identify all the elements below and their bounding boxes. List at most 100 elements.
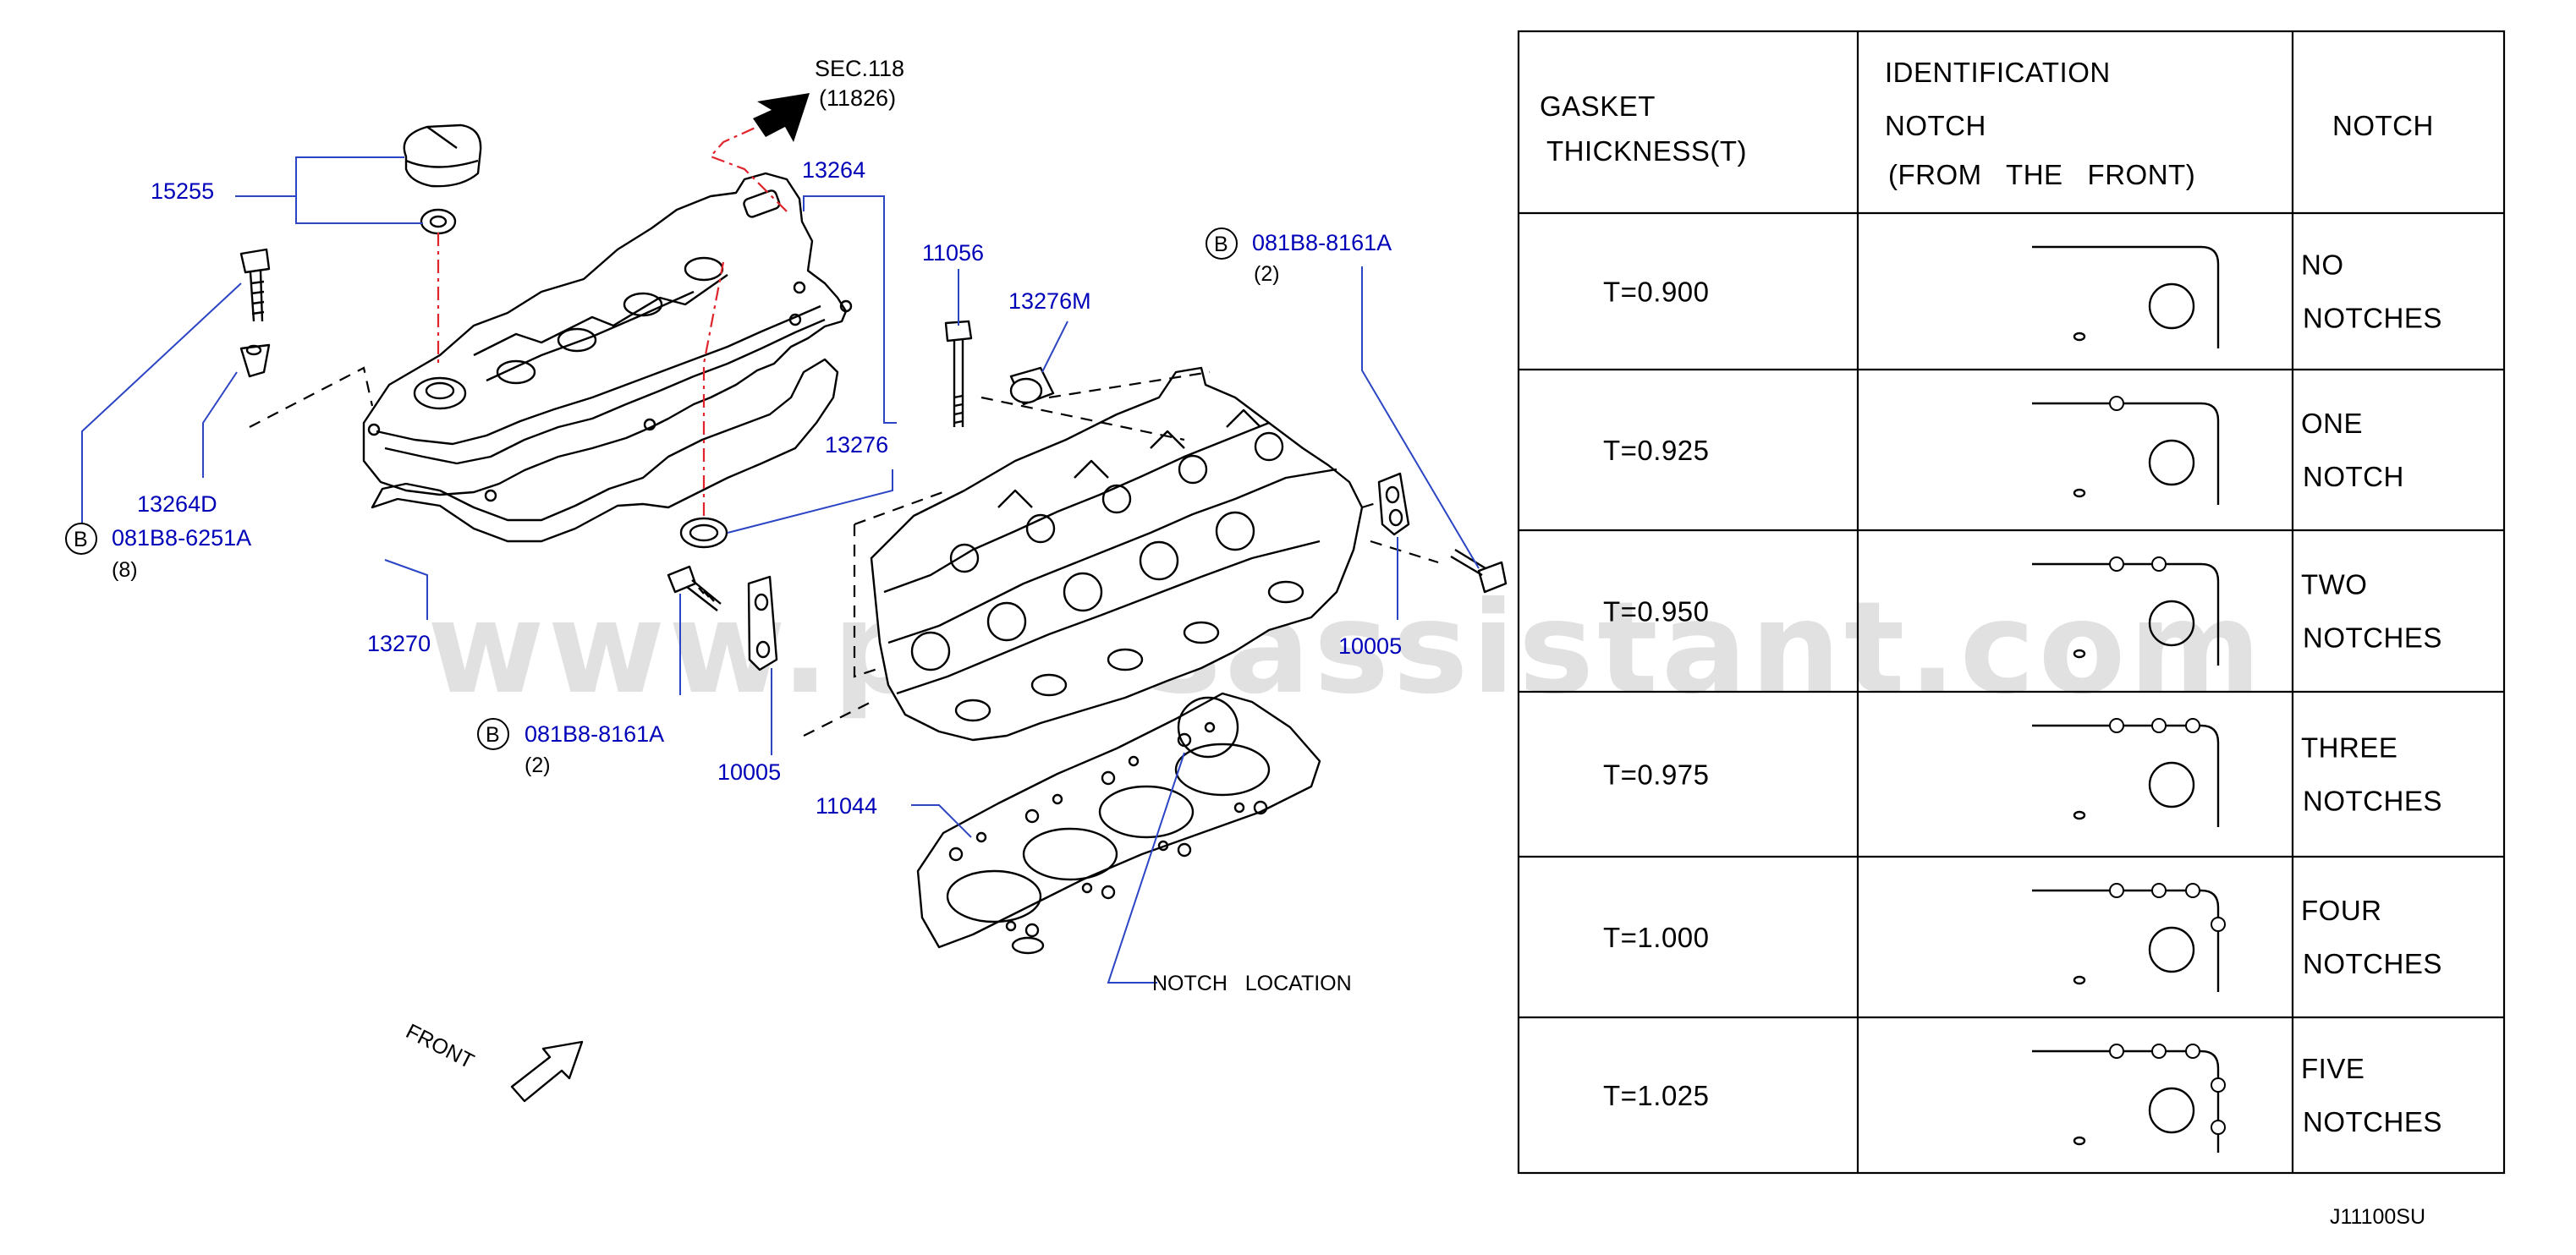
part-13264-label[interactable]: 13264 bbox=[802, 157, 865, 183]
thickness-value: T=0.900 bbox=[1603, 277, 1710, 308]
bolt-mid-qty: (2) bbox=[525, 754, 551, 777]
small-hole-icon bbox=[2073, 649, 2086, 659]
leader-lines bbox=[81, 156, 1480, 984]
notch-unit-word: NOTCHES bbox=[2303, 303, 2442, 334]
bolt-left-qty: (8) bbox=[112, 558, 138, 582]
notch-count-word: FOUR bbox=[2301, 895, 2382, 926]
notch-mark bbox=[2211, 1120, 2226, 1135]
thickness-value: T=1.000 bbox=[1603, 922, 1710, 953]
small-hole-icon bbox=[2073, 810, 2086, 820]
bore-hole-icon bbox=[2148, 1087, 2195, 1134]
notch-unit-word: NOTCHES bbox=[2303, 622, 2442, 654]
small-hole-icon bbox=[2073, 488, 2086, 498]
oil-seal-drawing bbox=[679, 517, 728, 549]
notch-mark bbox=[2185, 883, 2200, 898]
notch-mark bbox=[2211, 917, 2226, 932]
bolt-top-qty: (2) bbox=[1254, 262, 1280, 286]
thickness-value: T=0.950 bbox=[1603, 596, 1710, 628]
part-13270-label[interactable]: 13270 bbox=[367, 631, 431, 656]
red-centerline-sec bbox=[709, 125, 788, 212]
head-gasket-drawing bbox=[916, 692, 1321, 955]
sec-arrow-icon bbox=[753, 93, 810, 142]
part-13276-label[interactable]: 13276 bbox=[825, 432, 888, 458]
watermark-text: www.partsassistant.com bbox=[427, 575, 2265, 722]
notch-mark bbox=[2151, 556, 2167, 572]
notch-mark bbox=[2185, 718, 2200, 733]
part-15255-label[interactable]: 15255 bbox=[151, 178, 214, 204]
header-from-front: (FROM THE FRONT) bbox=[1888, 159, 2195, 190]
header-notch-col: NOTCH bbox=[2332, 110, 2434, 141]
head-bolt-drawing bbox=[944, 320, 973, 427]
thickness-value: T=1.025 bbox=[1603, 1080, 1710, 1111]
notch-unit-word: NOTCHES bbox=[2303, 948, 2442, 979]
sec-sub-label: (11826) bbox=[819, 85, 896, 111]
gasket-corner-outline bbox=[2032, 402, 2220, 505]
bolt-top-badge-icon bbox=[1206, 227, 1238, 260]
part-10005-right-label[interactable]: 10005 bbox=[1338, 633, 1402, 659]
bolt-left-part-label[interactable]: 081B8-6251A bbox=[112, 525, 251, 551]
notch-mark bbox=[2109, 883, 2124, 898]
bolt-mid-badge-letter: B bbox=[486, 723, 500, 747]
front-arrow-icon bbox=[510, 1040, 584, 1103]
notch-mark bbox=[2109, 718, 2124, 733]
bore-hole-icon bbox=[2148, 926, 2195, 973]
gasket-corner-outline bbox=[2032, 245, 2220, 348]
notch-mark bbox=[2109, 556, 2124, 572]
rocker-cover-drawing bbox=[362, 172, 853, 502]
bracket-right-drawing bbox=[1377, 472, 1508, 594]
bolt-top-part-label[interactable]: 081B8-8161A bbox=[1252, 230, 1392, 255]
gasket-corner-outline bbox=[2032, 889, 2220, 992]
bolt-left-badge-icon bbox=[65, 523, 97, 555]
figure-code: J11100SU bbox=[2330, 1205, 2425, 1229]
spark-plug-tube-drawing bbox=[1009, 366, 1055, 406]
gasket-corner-outline bbox=[2032, 562, 2220, 666]
bore-hole-icon bbox=[2148, 439, 2195, 486]
notch-mark bbox=[2211, 1077, 2226, 1093]
sec-label[interactable]: SEC.118 bbox=[815, 56, 904, 81]
notch-count-word: THREE bbox=[2301, 732, 2397, 764]
part-13276m-label[interactable]: 13276M bbox=[1008, 288, 1091, 314]
notch-count-word: FIVE bbox=[2301, 1053, 2365, 1084]
notch-unit-word: NOTCH bbox=[2303, 461, 2404, 492]
bolt-mid-badge-icon bbox=[477, 718, 509, 750]
front-label: FRONT bbox=[402, 1019, 477, 1073]
cover-bolt-drawing bbox=[239, 248, 271, 378]
bore-hole-icon bbox=[2148, 761, 2195, 808]
header-thickness: THICKNESS(T) bbox=[1546, 135, 1747, 167]
gasket-corner-outline bbox=[2032, 724, 2220, 827]
notch-mark bbox=[2151, 883, 2167, 898]
notch-unit-word: NOTCHES bbox=[2303, 1106, 2442, 1137]
table-row: T=0.900 NO NOTCHES bbox=[1603, 245, 2442, 348]
notch-mark bbox=[2151, 1044, 2167, 1059]
thickness-value: T=0.925 bbox=[1603, 435, 1710, 466]
table-row: T=1.000 FOUR NOTCHES bbox=[1603, 883, 2442, 992]
notch-location-label: NOTCH LOCATION bbox=[1152, 972, 1352, 995]
bracket-left-drawing bbox=[667, 565, 778, 671]
bolt-mid-part-label[interactable]: 081B8-8161A bbox=[525, 721, 664, 747]
bolt-left-badge-letter: B bbox=[74, 528, 88, 551]
part-13264d-label[interactable]: 13264D bbox=[137, 491, 217, 517]
notch-unit-word: NOTCHES bbox=[2303, 786, 2442, 817]
header-identification: IDENTIFICATION bbox=[1885, 57, 2111, 88]
part-10005-left-label[interactable]: 10005 bbox=[717, 759, 781, 785]
red-centerline-seal bbox=[702, 261, 725, 516]
notch-count-word: NO bbox=[2301, 249, 2344, 281]
notch-mark bbox=[2185, 1044, 2200, 1059]
table-row: T=1.025 FIVE NOTCHES bbox=[1603, 1044, 2442, 1153]
cylinder-head-drawing bbox=[870, 366, 1364, 742]
notch-mark bbox=[2109, 396, 2124, 411]
part-11044-label[interactable]: 11044 bbox=[816, 793, 877, 819]
gasket-thickness-table bbox=[1517, 30, 2506, 1175]
bore-hole-icon bbox=[2148, 600, 2195, 647]
small-hole-icon bbox=[2073, 332, 2086, 342]
gasket-corner-outline bbox=[2032, 1049, 2220, 1153]
small-hole-icon bbox=[2073, 1136, 2086, 1146]
rocker-cover-gasket-drawing bbox=[371, 358, 839, 543]
small-hole-icon bbox=[2073, 975, 2086, 985]
header-notch: NOTCH bbox=[1885, 110, 1986, 141]
part-11056-label[interactable]: 11056 bbox=[922, 240, 984, 266]
